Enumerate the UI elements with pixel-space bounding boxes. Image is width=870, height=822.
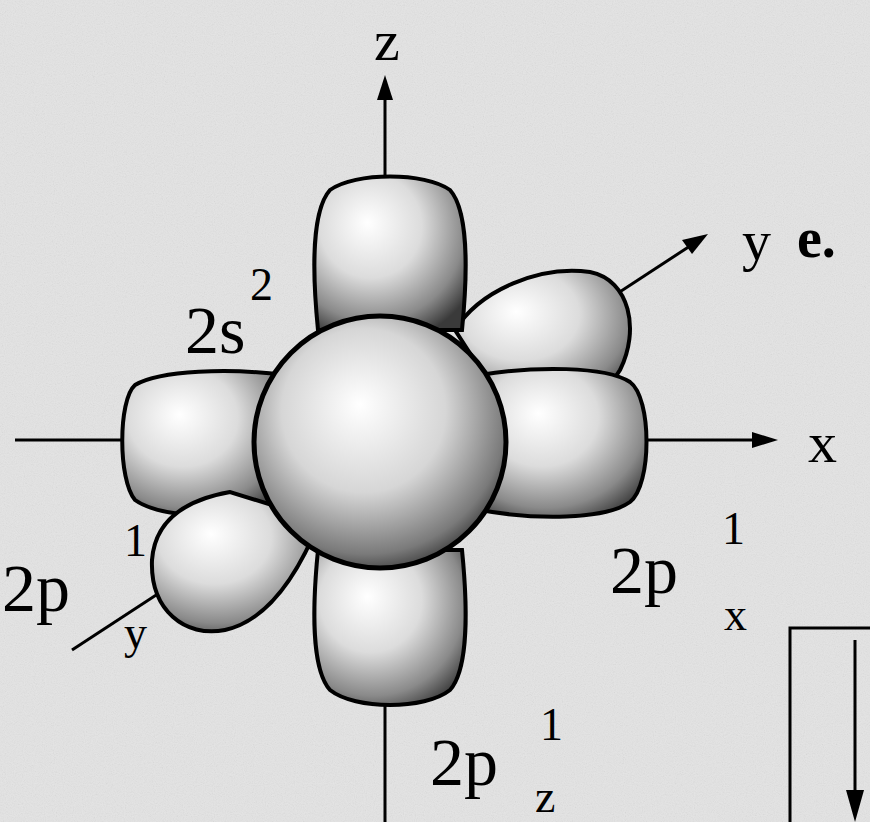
superscript: 2 <box>250 262 273 308</box>
superscript: 1 <box>124 518 147 564</box>
superscript: 1 <box>722 506 745 552</box>
axis-label: y <box>742 212 771 270</box>
orbital-label: 2p <box>610 536 678 604</box>
subscript: z <box>535 774 555 820</box>
orbital-label: 2p <box>2 554 70 622</box>
subscript: y <box>124 610 147 656</box>
cut-off-text: e. <box>797 210 836 266</box>
axis-label: x <box>808 414 837 472</box>
orbital-label: 2s <box>185 296 245 364</box>
superscript: 1 <box>540 702 563 748</box>
axis-label: z <box>374 12 400 70</box>
orbital-label: 2p <box>430 728 498 796</box>
subscript: x <box>724 592 747 638</box>
